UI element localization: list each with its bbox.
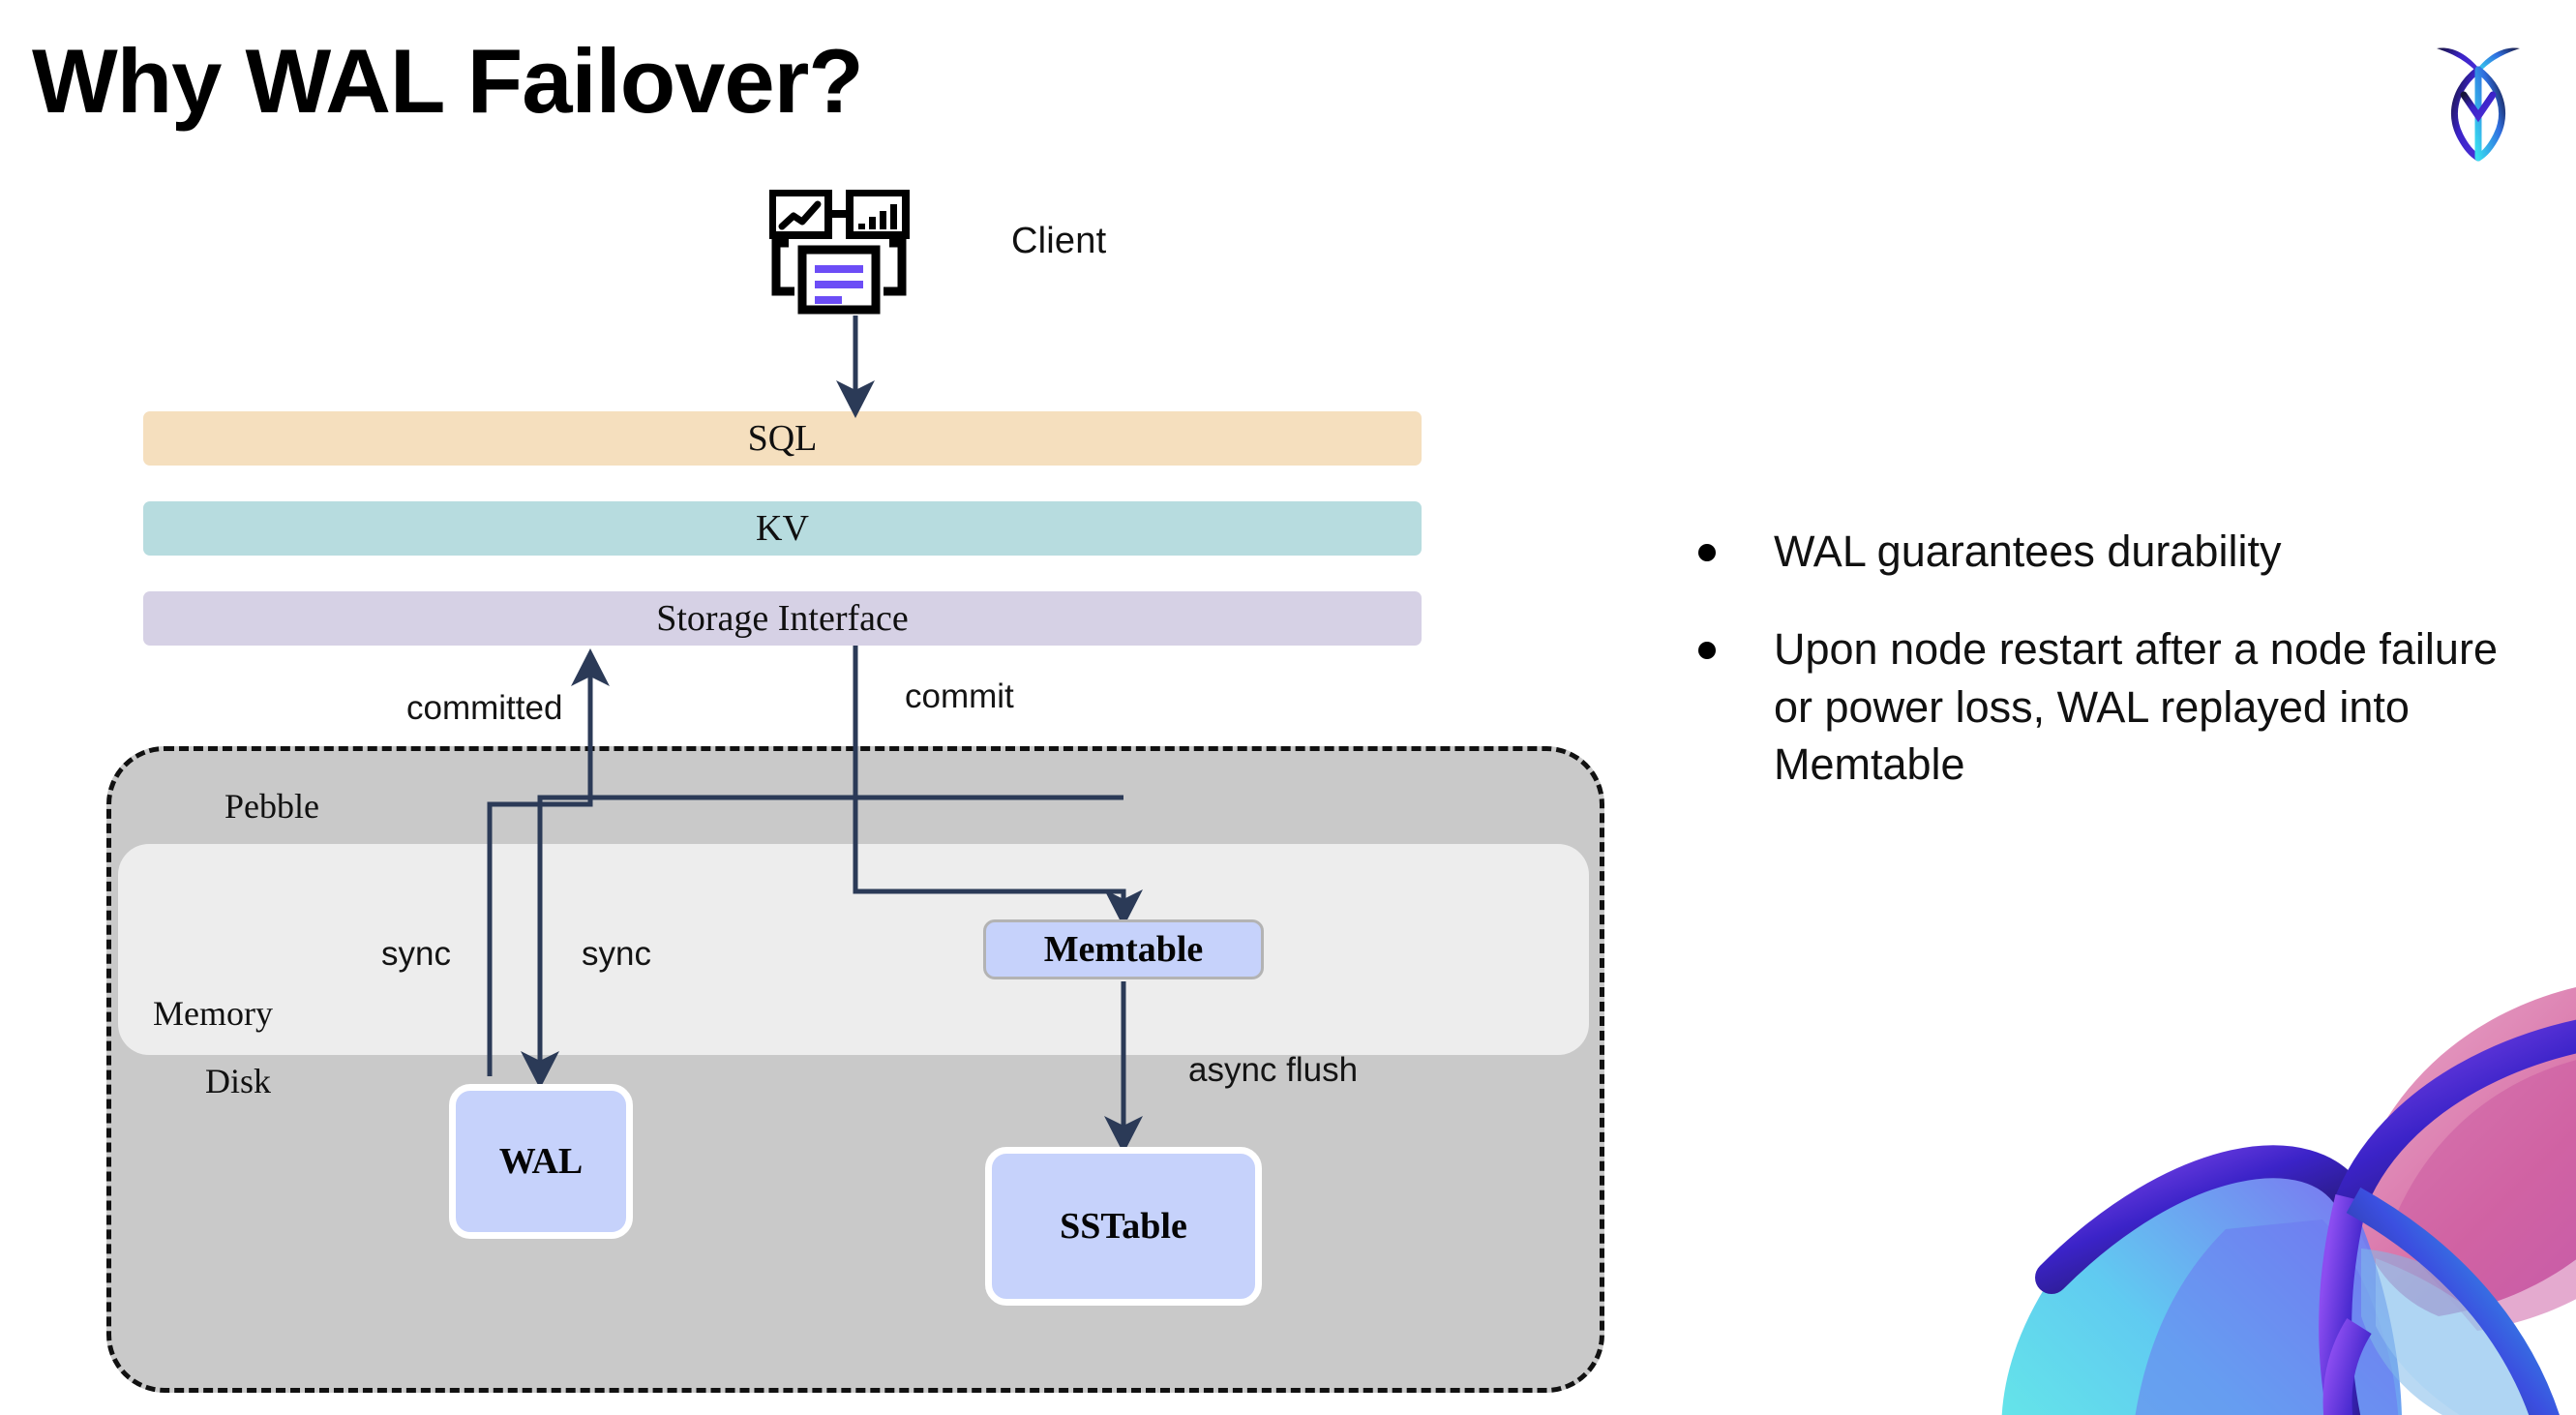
cockroachdb-logo-icon xyxy=(2406,31,2551,166)
layer-bar-sql-label: SQL xyxy=(747,418,818,459)
node-sstable-label: SSTable xyxy=(1060,1206,1187,1247)
bullet-text: Upon node restart after a node failure o… xyxy=(1774,624,2498,790)
disk-label: Disk xyxy=(205,1062,272,1100)
bullet-text: WAL guarantees durability xyxy=(1774,527,2282,576)
client-label: Client xyxy=(1011,221,1107,261)
node-memtable: Memtable xyxy=(983,919,1264,979)
layer-bar-kv: KV xyxy=(143,501,1422,556)
bullet-dot-icon xyxy=(1698,642,1716,660)
flow-label-sync-left: sync xyxy=(381,935,451,973)
memory-region xyxy=(118,844,1589,1055)
bullet-list: WAL guarantees durability Upon node rest… xyxy=(1698,523,2501,834)
node-wal-label: WAL xyxy=(498,1141,584,1182)
layer-bar-storage-interface: Storage Interface xyxy=(143,591,1422,646)
layer-bar-storage-interface-label: Storage Interface xyxy=(656,598,909,639)
client-analytics-icon xyxy=(768,189,924,316)
flow-label-async-flush: async flush xyxy=(1188,1051,1359,1089)
pebble-label: Pebble xyxy=(225,787,319,826)
layer-bar-sql: SQL xyxy=(143,411,1422,466)
cockroachdb-watermark-icon xyxy=(1935,910,2576,1415)
bullet-dot-icon xyxy=(1698,544,1716,561)
flow-label-sync-right: sync xyxy=(582,935,651,973)
memory-label: Memory xyxy=(153,994,273,1033)
node-sstable: SSTable xyxy=(985,1147,1262,1306)
flow-label-committed: committed xyxy=(406,689,563,727)
list-item: WAL guarantees durability xyxy=(1698,523,2501,580)
flow-label-commit: commit xyxy=(905,677,1014,715)
layer-bar-kv-label: KV xyxy=(756,508,809,549)
page-title: Why WAL Failover? xyxy=(32,30,864,132)
node-memtable-label: Memtable xyxy=(1043,929,1204,970)
node-wal: WAL xyxy=(449,1084,633,1239)
list-item: Upon node restart after a node failure o… xyxy=(1698,620,2501,793)
